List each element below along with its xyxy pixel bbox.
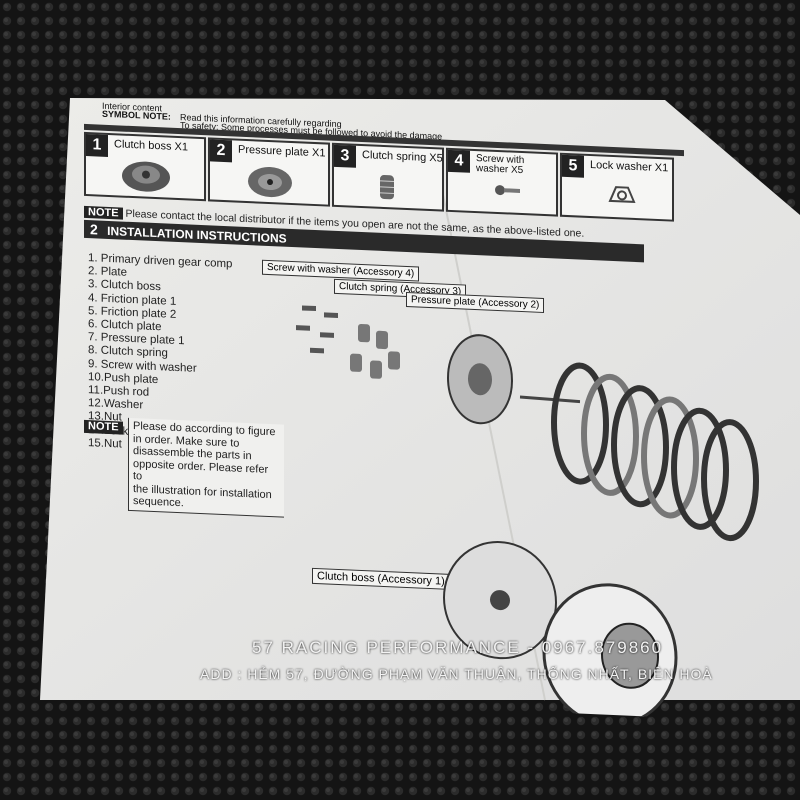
accessory-label-1: Clutch boss X1 <box>114 138 188 154</box>
note-text-2: Please do according to figure in order. … <box>128 417 284 518</box>
accessory-number-5: 5 <box>562 154 584 178</box>
accessory-label-5: Lock washer X1 <box>590 159 669 175</box>
clutch-boss-icon <box>122 161 170 192</box>
accessory-box-5: 5 Lock washer X1 <box>560 152 674 222</box>
pressure-plate-icon <box>248 167 292 198</box>
clutch-boss-drawing <box>443 541 557 660</box>
accessory-box-3: 3 Clutch spring X5 <box>332 142 444 212</box>
header-line-2: SYMBOL NOTE: <box>102 108 171 122</box>
accessory-box-4: 4 Screw with washer X5 <box>446 147 558 217</box>
push-rod <box>519 395 581 404</box>
section-number: 2 <box>90 221 98 238</box>
watermark-line-2: ADD : HẺM 57, ĐƯỜNG PHẠM VĂN THUẬN, THỐN… <box>200 666 713 682</box>
lock-washer-icon <box>608 186 636 204</box>
instruction-sheet: Interior content SYMBOL NOTE: Read this … <box>40 100 800 723</box>
accessory-number-4: 4 <box>448 149 470 173</box>
accessory-number-1: 1 <box>86 134 108 157</box>
primary-gear-drawing <box>542 583 678 723</box>
accessory-number-3: 3 <box>334 144 356 168</box>
note-block-2: NOTE Please do according to figure in or… <box>84 417 284 518</box>
accessory-box-2: 2 Pressure plate X1 <box>208 137 330 207</box>
note-tag-1: NOTE <box>84 205 123 220</box>
screw-group <box>296 305 338 354</box>
spring-group <box>350 324 400 379</box>
accessory-label-2: Pressure plate X1 <box>238 143 326 160</box>
watermark-line-1: 57 RACING PERFORMANCE - 0967.879860 <box>252 638 664 657</box>
note-tag-2: NOTE <box>84 419 123 435</box>
section-title: INSTALLATION INSTRUCTIONS <box>107 223 287 246</box>
accessory-label-3: Clutch spring X5 <box>362 149 443 165</box>
accessory-label-4: Screw with washer X5 <box>476 153 525 177</box>
clutch-plates <box>551 362 759 542</box>
pressure-plate-drawing <box>447 334 513 425</box>
screw-icon <box>495 185 520 196</box>
accessory-number-2: 2 <box>210 139 232 163</box>
accessory-box-1: 1 Clutch boss X1 <box>84 131 206 202</box>
clutch-spring-icon <box>380 175 394 200</box>
exploded-diagram <box>296 305 759 723</box>
